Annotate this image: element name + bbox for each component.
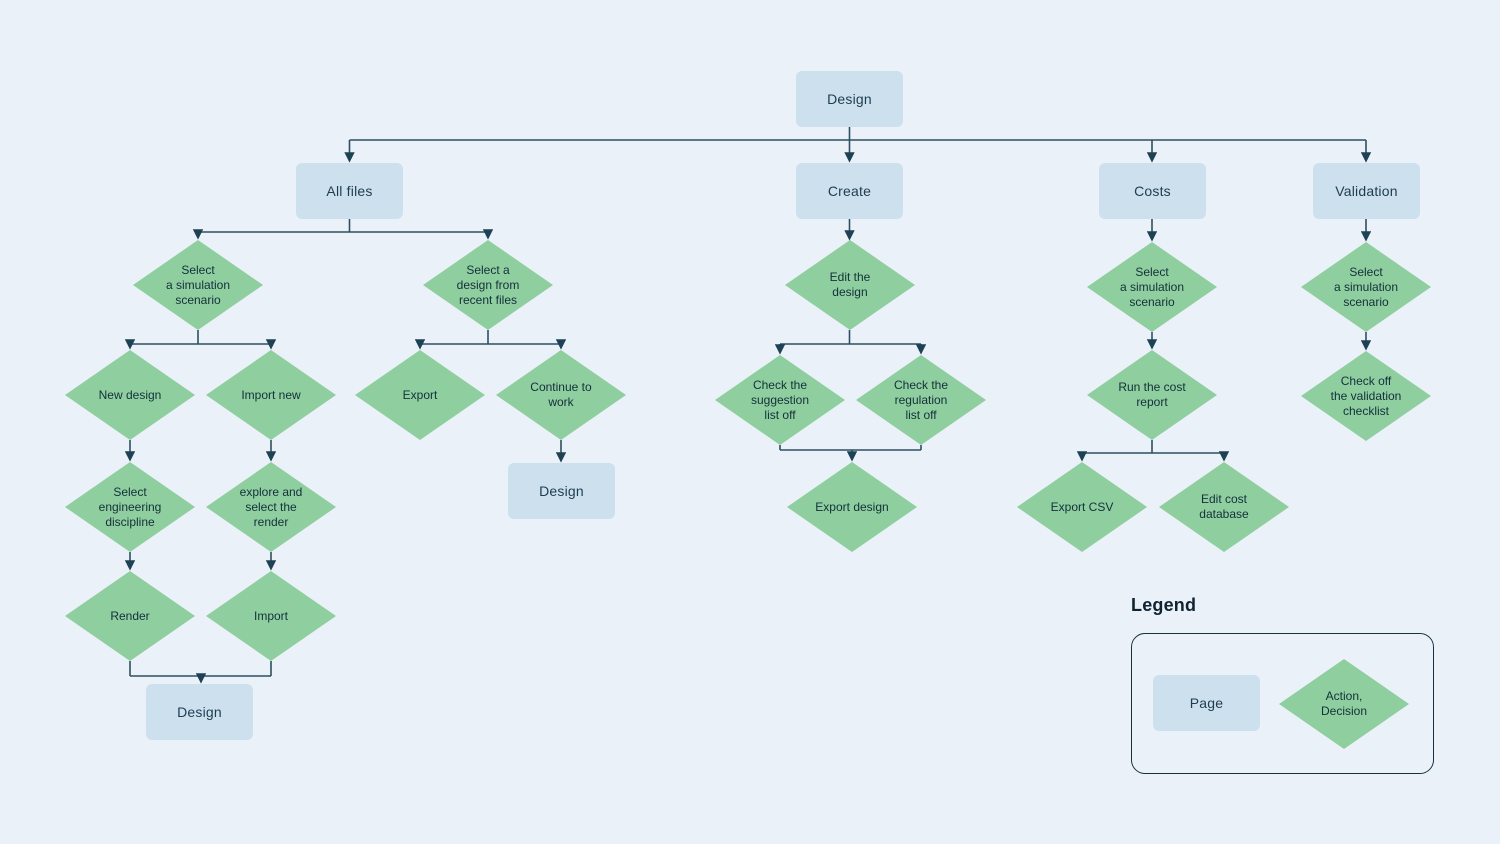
node-label: Continue to work [530, 380, 592, 409]
legend-box: Page Action, Decision [1131, 633, 1434, 774]
node-new-design[interactable]: New design [65, 350, 195, 440]
node-label: explore and select the render [239, 484, 303, 529]
node-continue-to-work[interactable]: Continue to work [496, 350, 626, 440]
legend-action-decision-sample: Action, Decision [1279, 659, 1409, 749]
node-label: Run the cost report [1118, 380, 1186, 409]
node-label: New design [98, 387, 162, 402]
node-label: Edit the design [829, 270, 871, 299]
node-label: Import new [241, 387, 301, 402]
node-label: Export CSV [1050, 499, 1114, 514]
node-label: Select a simulation scenario [165, 262, 231, 307]
legend-page-sample: Page [1153, 675, 1260, 731]
node-render[interactable]: Render [65, 571, 195, 661]
node-label: All files [326, 183, 373, 199]
node-label: Design [177, 704, 222, 720]
node-design-after-continue[interactable]: Design [508, 463, 615, 519]
node-costs[interactable]: Costs [1099, 163, 1206, 219]
node-export-design[interactable]: Export design [787, 462, 917, 552]
node-label: Create [827, 183, 872, 199]
node-check-regulation-list[interactable]: Check the regulation list off [856, 355, 986, 445]
node-design-root[interactable]: Design [796, 71, 903, 127]
node-run-cost-report[interactable]: Run the cost report [1087, 350, 1217, 440]
node-select-design-recent[interactable]: Select a design from recent files [423, 240, 553, 330]
node-export-csv[interactable]: Export CSV [1017, 462, 1147, 552]
node-label: Render [110, 608, 150, 623]
node-label: Validation [1335, 183, 1398, 199]
node-validation[interactable]: Validation [1313, 163, 1420, 219]
node-select-simulation-scenario-validation[interactable]: Select a simulation scenario [1301, 242, 1431, 332]
node-import[interactable]: Import [206, 571, 336, 661]
node-label: Select a simulation scenario [1119, 264, 1185, 309]
node-import-new[interactable]: Import new [206, 350, 336, 440]
node-label: Select a simulation scenario [1333, 264, 1399, 309]
node-check-suggestion-list[interactable]: Check the suggestion list off [715, 355, 845, 445]
legend-page-label: Page [1189, 695, 1224, 711]
node-select-engineering-discipline[interactable]: Select engineering discipline [65, 462, 195, 552]
node-design-after-import[interactable]: Design [146, 684, 253, 740]
node-label: Export [402, 387, 438, 402]
node-label: Design [539, 483, 584, 499]
node-label: Check the regulation list off [893, 377, 949, 422]
node-all-files[interactable]: All files [296, 163, 403, 219]
node-label: Select engineering discipline [98, 484, 162, 529]
node-export[interactable]: Export [355, 350, 485, 440]
node-select-simulation-scenario-costs[interactable]: Select a simulation scenario [1087, 242, 1217, 332]
node-label: Check the suggestion list off [750, 377, 810, 422]
node-edit-the-design[interactable]: Edit the design [785, 240, 915, 330]
node-label: Costs [1134, 183, 1171, 199]
node-label: Export design [815, 499, 889, 514]
legend-title: Legend [1131, 595, 1197, 615]
node-label: Select a design from recent files [456, 262, 520, 307]
node-label: Edit cost database [1199, 492, 1249, 521]
node-label: Design [827, 91, 872, 107]
node-label: Check off the validation checklist [1330, 373, 1402, 418]
node-check-validation-checklist[interactable]: Check off the validation checklist [1301, 351, 1431, 441]
legend-diamond-label: Action, Decision [1320, 689, 1368, 718]
node-label: Import [253, 608, 288, 623]
node-select-simulation-scenario-files[interactable]: Select a simulation scenario [133, 240, 263, 330]
node-create[interactable]: Create [796, 163, 903, 219]
node-explore-select-render[interactable]: explore and select the render [206, 462, 336, 552]
node-edit-cost-database[interactable]: Edit cost database [1159, 462, 1289, 552]
